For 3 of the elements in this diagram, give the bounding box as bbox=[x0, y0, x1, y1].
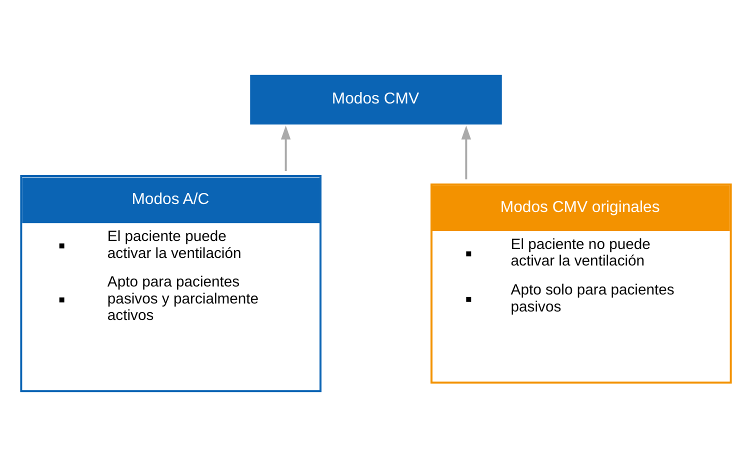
arrow bbox=[461, 126, 472, 180]
node-box: Modos CMV bbox=[250, 74, 502, 124]
arrow bbox=[280, 126, 291, 172]
